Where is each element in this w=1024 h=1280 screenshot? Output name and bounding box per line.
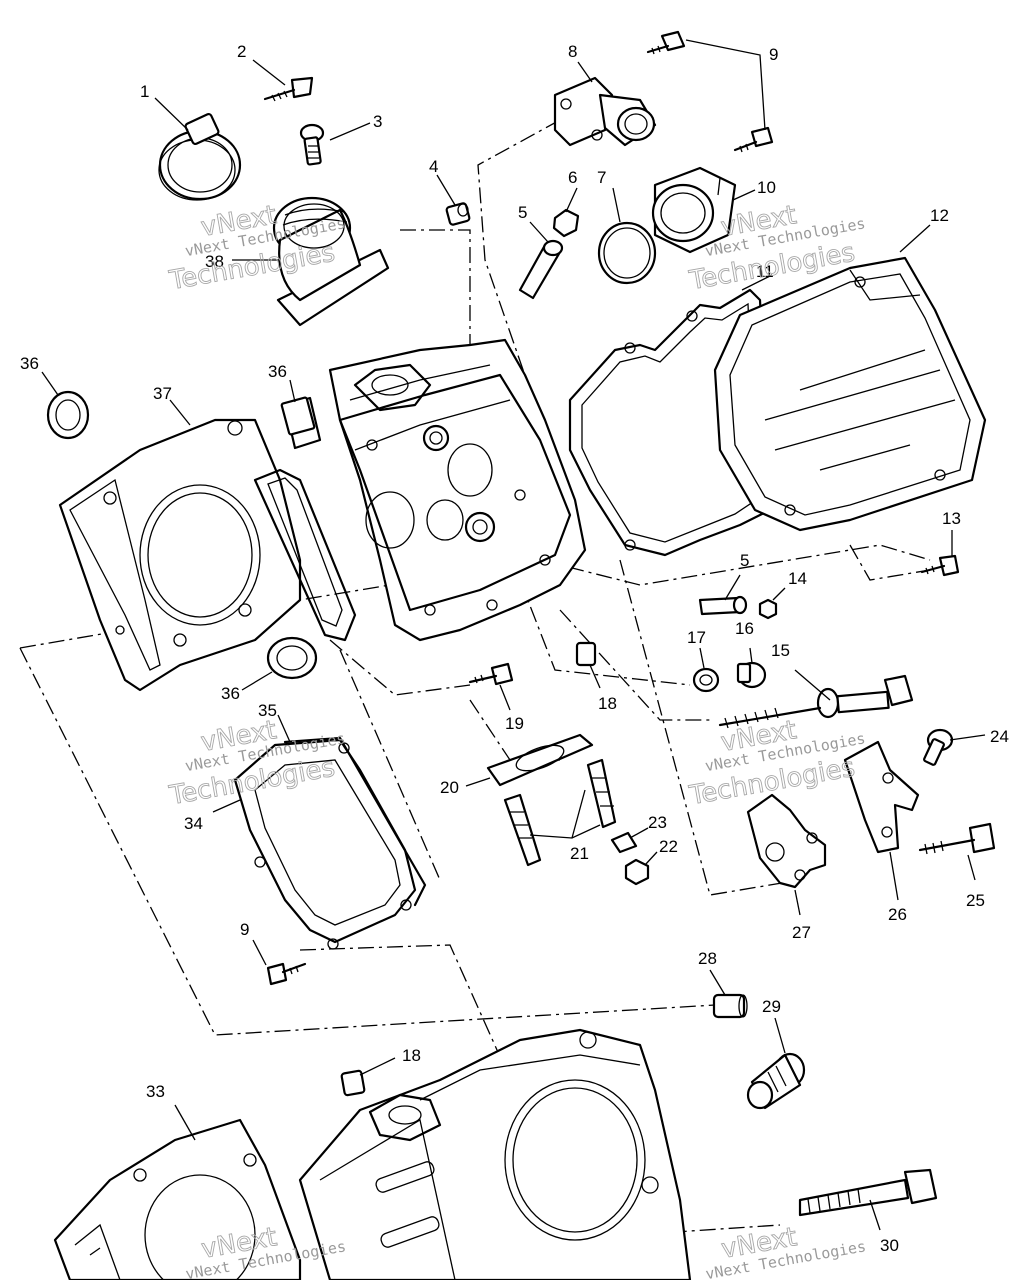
port-36-top bbox=[280, 396, 316, 436]
callout-3: 3 bbox=[373, 112, 382, 131]
intake-boot bbox=[272, 196, 390, 327]
callout-23: 23 bbox=[648, 813, 667, 832]
cylinder-block bbox=[298, 1028, 692, 1280]
callout-30: 30 bbox=[880, 1236, 899, 1255]
callout-2: 2 bbox=[237, 42, 246, 61]
gasket-20 bbox=[486, 733, 594, 787]
hose-clamp bbox=[158, 113, 242, 201]
callout-21: 21 bbox=[570, 844, 589, 863]
thermostat-housing-10 bbox=[651, 166, 737, 254]
bolt-15 bbox=[718, 674, 914, 729]
callout-9-lower: 9 bbox=[240, 920, 249, 939]
valve-guide-5-top bbox=[518, 239, 564, 300]
o-ring-7 bbox=[597, 221, 657, 285]
callout-35: 35 bbox=[258, 701, 277, 720]
leader-lines bbox=[41, 39, 986, 1231]
callout-38: 38 bbox=[205, 252, 224, 271]
callout-1: 1 bbox=[140, 82, 149, 101]
callout-11: 11 bbox=[756, 262, 774, 281]
plug-16 bbox=[736, 661, 767, 689]
base-gasket-33 bbox=[53, 1118, 302, 1280]
callout-24: 24 bbox=[990, 727, 1009, 746]
callout-10: 10 bbox=[757, 178, 776, 197]
seal-36-left bbox=[46, 390, 90, 440]
callout-37: 37 bbox=[153, 384, 172, 403]
valve-guide-5-low bbox=[698, 595, 748, 616]
side-gasket bbox=[253, 468, 357, 642]
callout-29: 29 bbox=[762, 997, 781, 1016]
seal-36-lower bbox=[266, 636, 318, 680]
callout-15: 15 bbox=[771, 641, 790, 660]
nut-22 bbox=[624, 858, 650, 886]
callout-28: 28 bbox=[698, 949, 717, 968]
callout-16: 16 bbox=[735, 619, 754, 638]
water-outlet-8 bbox=[553, 76, 657, 147]
bolt-3 bbox=[299, 123, 325, 166]
gasket-35 bbox=[283, 736, 427, 907]
head-gasket-37 bbox=[58, 418, 302, 692]
callout-14: 14 bbox=[788, 569, 807, 588]
callout-36-top: 36 bbox=[268, 362, 287, 381]
washer-23 bbox=[610, 831, 638, 854]
callout-5-lower: 5 bbox=[740, 551, 749, 570]
bolt-9-top-a bbox=[646, 30, 686, 55]
bolt-13 bbox=[920, 554, 960, 577]
bolt-25 bbox=[918, 822, 996, 855]
callout-12: 12 bbox=[930, 206, 949, 225]
callout-13: 13 bbox=[942, 509, 961, 528]
callout-36-left: 36 bbox=[20, 354, 39, 373]
bolt-24 bbox=[923, 728, 954, 766]
callout-22: 22 bbox=[659, 837, 678, 856]
nut-6 bbox=[552, 208, 580, 238]
dowel-18-lower bbox=[340, 1069, 366, 1097]
bolt-9-lower bbox=[266, 962, 307, 986]
bolt-30 bbox=[798, 1168, 938, 1217]
callout-8: 8 bbox=[568, 42, 577, 61]
cylinder-head bbox=[283, 338, 587, 642]
dowel-28 bbox=[712, 993, 748, 1019]
plug-29 bbox=[746, 1052, 806, 1110]
bracket-27 bbox=[746, 793, 827, 889]
washer-17 bbox=[692, 667, 720, 693]
nut-14 bbox=[758, 598, 778, 620]
bracket-26 bbox=[843, 740, 920, 854]
callout-5-top: 5 bbox=[518, 203, 527, 222]
callout-9-top: 9 bbox=[769, 45, 778, 64]
watermark-bottom-right: vNext vNext Technologies bbox=[704, 1222, 867, 1280]
bolt-9-top-b bbox=[733, 126, 774, 153]
studs-21 bbox=[503, 758, 617, 867]
callout-27: 27 bbox=[792, 923, 811, 942]
callout-7: 7 bbox=[597, 168, 606, 187]
dowel-4 bbox=[445, 202, 471, 226]
bolt-2 bbox=[263, 76, 314, 102]
callout-20: 20 bbox=[440, 778, 459, 797]
bolt-19 bbox=[468, 662, 514, 686]
callout-17: 17 bbox=[687, 628, 706, 647]
callout-18-lower: 18 bbox=[402, 1046, 421, 1065]
valve-cover-12 bbox=[713, 256, 987, 532]
callout-36-lower: 36 bbox=[221, 684, 240, 703]
callout-34: 34 bbox=[184, 814, 203, 833]
callout-18-mid: 18 bbox=[598, 694, 617, 713]
callout-33: 33 bbox=[146, 1082, 165, 1101]
callout-26: 26 bbox=[888, 905, 907, 924]
callout-labels: 1 2 3 4 5 5 6 7 8 9 9 10 11 12 13 14 15 … bbox=[20, 42, 1009, 1255]
callout-25: 25 bbox=[966, 891, 985, 910]
callout-4: 4 bbox=[429, 157, 438, 176]
callout-6: 6 bbox=[568, 168, 577, 187]
callout-19: 19 bbox=[505, 714, 524, 733]
dowel-18 bbox=[575, 641, 597, 667]
